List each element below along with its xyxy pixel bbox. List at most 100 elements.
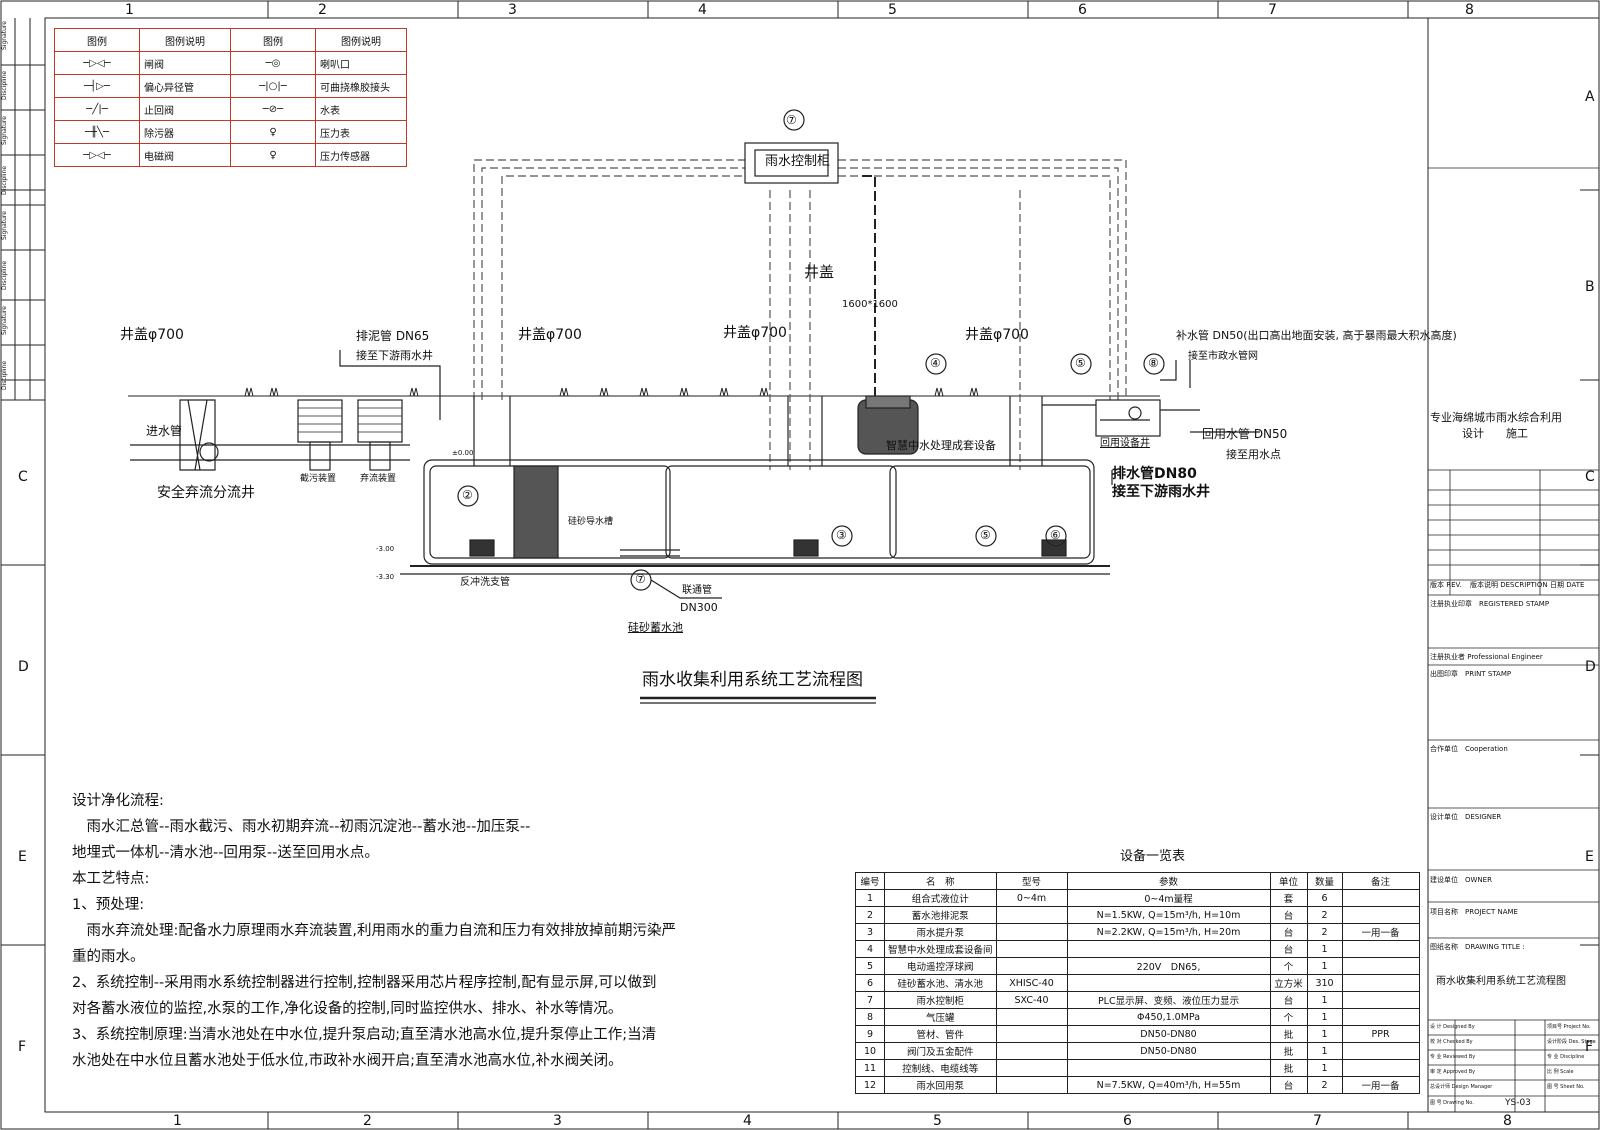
table-cell: 0~4m (995, 889, 1068, 907)
table-cell: XHISC-40 (995, 974, 1068, 992)
cabinet-label: 雨水控制柜 (765, 154, 831, 169)
table-cell: 1 (1306, 957, 1343, 975)
cover-label-1: 井盖φ700 (120, 327, 184, 343)
note-line: 水池处在中水位且蓄水池处于低水位,市政补水阀开启;直至清水池高水位,补水阀关闭。 (72, 1053, 623, 1069)
sign-right: 项目号 Project No. (1547, 1024, 1591, 1030)
column-header: 参数 (1066, 872, 1271, 890)
sign-row: 设 计 Designed By (1430, 1024, 1475, 1030)
table-cell: 12 (855, 1076, 885, 1094)
sludge-pipe-label: 排泥管 DN65 (356, 329, 430, 343)
table-cell: 硅砂蓄水池、清水池 (884, 974, 997, 992)
table-cell: 1 (1306, 1025, 1343, 1043)
drawing-title-value: 雨水收集利用系统工艺流程图 (1436, 976, 1566, 987)
note-line: 2、系统控制--采用雨水系统控制器进行控制,控制器采用芯片程序控制,配有显示屏,… (72, 975, 657, 991)
table-cell (1066, 974, 1271, 992)
grid-row-c: C (1585, 469, 1595, 485)
grid-col-1: 1 (125, 2, 134, 18)
table-cell (1341, 991, 1420, 1009)
sign-right: 设计阶段 Des. Stage (1547, 1039, 1596, 1045)
table-cell (1341, 906, 1420, 924)
grid-col-8: 8 (1465, 2, 1474, 18)
title-block-lines (1428, 167, 1599, 1112)
table-cell: 一用一备 (1341, 923, 1420, 941)
grid-row-e-left: E (18, 849, 27, 865)
table-cell: Φ450,1.0MPa (1066, 1008, 1271, 1026)
elevation-label: ±0.00 (452, 449, 474, 457)
engineer-label: 注册执业者 Professional Engineer (1430, 653, 1543, 661)
legend-header: 图例 (230, 28, 316, 52)
owner-label: 建设单位 OWNER (1430, 876, 1492, 884)
ground-vegetation (244, 387, 979, 397)
marker-3: ③ (836, 528, 847, 542)
note-line: 地埋式一体机--清水池--回用泵--送至回用水点。 (72, 845, 379, 861)
table-cell: 220V DN65, (1066, 957, 1271, 975)
cover-label-2: 井盖φ700 (518, 327, 582, 343)
table-cell: 10 (855, 1042, 885, 1060)
table-cell: 智慧中水处理成套设备间 (884, 940, 997, 958)
sign-row: 校 对 Checked By (1430, 1039, 1473, 1045)
column-header: 备注 (1341, 872, 1420, 890)
grid-row-a: A (1585, 89, 1595, 105)
grid-row-f: F (1585, 1039, 1594, 1055)
grid-col-1-bottom: 1 (173, 1113, 182, 1129)
marker-6: ⑥ (1050, 528, 1061, 542)
table-cell: 阀门及五金配件 (884, 1042, 997, 1060)
table-cell: N=1.5KW, Q=15m³/h, H=10m (1066, 906, 1271, 924)
marker-5-top: ⑤ (1075, 356, 1086, 370)
note-line: 雨水弃流处理:配备水力原理雨水弃流装置,利用雨水的重力自流和压力有效排放掉前期污… (72, 923, 676, 939)
table-cell: 2 (1306, 1076, 1343, 1094)
legend-header: 图例 (54, 28, 140, 52)
grid-col-3-bottom: 3 (553, 1113, 562, 1129)
note-line: 3、系统控制原理:当清水池处在中水位,提升泵启动;直至清水池高水位,提升泵停止工… (72, 1027, 657, 1043)
legend-table: 图例 图例说明 图例 图例说明 ─▷◁─ 闸阀 ─◎ 喇叭口 ─┤▷─ 偏心异径… (54, 28, 407, 167)
bell-mouth-icon: ─◎ (230, 51, 316, 75)
strip-label: Signature (1, 21, 8, 50)
solenoid-valve-icon: ─▷◁─ (54, 143, 140, 167)
table-cell: 个 (1269, 957, 1308, 975)
table-cell (995, 957, 1068, 975)
grid-col-8-bottom: 8 (1503, 1113, 1512, 1129)
legend-header: 图例说明 (139, 28, 231, 52)
table-cell (1341, 1059, 1420, 1077)
connect-pipe-label: 联通管 (682, 585, 712, 596)
table-cell: 台 (1269, 923, 1308, 941)
drawing-title-field-label: 图纸名称 DRAWING TITLE : (1430, 943, 1525, 951)
grid-col-6: 6 (1078, 2, 1087, 18)
strip-label: Discipline (1, 165, 8, 195)
table-cell: 一用一备 (1341, 1076, 1420, 1094)
project-name-label: 项目名称 PROJECT NAME (1430, 908, 1518, 916)
strip-label: Discipline (1, 360, 8, 390)
table-cell: 6 (1306, 889, 1343, 907)
column-header: 名 称 (884, 872, 997, 890)
stage-label: 设计 施工 (1462, 427, 1528, 440)
marker-7: ⑦ (635, 572, 646, 586)
strip-label: Discipline (1, 260, 8, 290)
drain-to-label: 接至下游雨水井 (1112, 484, 1210, 500)
table-cell (1341, 974, 1420, 992)
strip-label: Signature (1, 116, 8, 145)
grid-col-7-bottom: 7 (1313, 1113, 1322, 1129)
table-cell: 控制线、电缆线等 (884, 1059, 997, 1077)
table-cell: 雨水提升泵 (884, 923, 997, 941)
table-cell: 台 (1269, 940, 1308, 958)
grid-col-6-bottom: 6 (1123, 1113, 1132, 1129)
table-cell: 1 (1306, 940, 1343, 958)
safety-well-label: 安全弃流分流井 (157, 485, 255, 501)
table-cell: 1 (1306, 1008, 1343, 1026)
table-cell: PPR (1341, 1025, 1420, 1043)
table-cell (1341, 889, 1420, 907)
process-diagram (128, 109, 1260, 704)
gate-valve-icon: ─▷◁─ (54, 51, 140, 75)
table-cell: 5 (855, 957, 885, 975)
note-line: 设计净化流程: (72, 793, 164, 809)
table-cell: PLC显示屏、变频、液位压力显示 (1066, 991, 1271, 1009)
note-line: 雨水汇总管--雨水截污、雨水初期弃流--初雨沉淀池--蓄水池--加压泵-- (72, 819, 531, 835)
strip-label: Signature (1, 211, 8, 240)
table-cell: 4 (855, 940, 885, 958)
